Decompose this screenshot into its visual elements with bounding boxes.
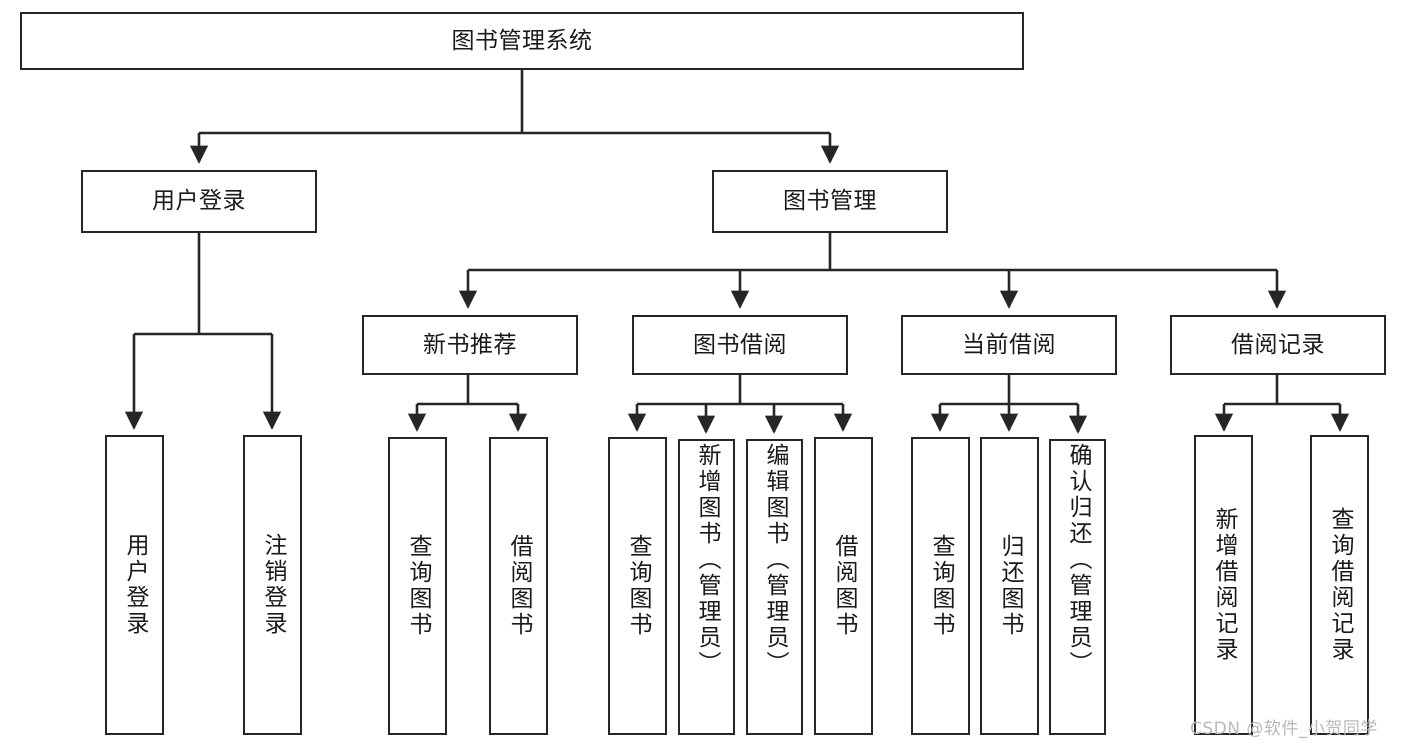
- node-leaf-confirm-return-admin[interactable]: 确认归还（管理员）: [1049, 439, 1106, 735]
- node-root-label: 图书管理系统: [451, 27, 593, 54]
- node-leaf-borrow-book-recommend[interactable]: 借阅图书: [489, 437, 548, 735]
- node-leaf-borrow-book[interactable]: 借阅图书: [814, 437, 873, 735]
- node-leaf-confirm-return-admin-label: 确认归还（管理员）: [1065, 443, 1091, 677]
- node-leaf-query-book-borrow[interactable]: 查询图书: [608, 437, 667, 735]
- node-leaf-query-book-recommend-label: 查询图书: [405, 534, 431, 638]
- node-root-book-management-system[interactable]: 图书管理系统: [20, 12, 1024, 70]
- node-user-login[interactable]: 用户登录: [81, 170, 317, 233]
- node-leaf-user-login-label: 用户登录: [122, 533, 148, 637]
- node-current-borrow-label: 当前借阅: [962, 331, 1056, 358]
- node-leaf-edit-book-admin-label: 编辑图书（管理员）: [762, 443, 788, 677]
- node-leaf-logout[interactable]: 注销登录: [243, 435, 302, 735]
- node-leaf-add-book-admin-label: 新增图书（管理员）: [694, 443, 720, 677]
- node-leaf-query-book-current-label: 查询图书: [928, 534, 954, 638]
- node-leaf-return-book-label: 归还图书: [997, 534, 1023, 638]
- node-leaf-query-book-borrow-label: 查询图书: [625, 534, 651, 638]
- node-borrow-record[interactable]: 借阅记录: [1170, 315, 1386, 375]
- node-leaf-query-book-recommend[interactable]: 查询图书: [388, 437, 447, 735]
- node-leaf-user-login[interactable]: 用户登录: [105, 435, 164, 735]
- node-book-borrow[interactable]: 图书借阅: [632, 315, 848, 375]
- node-new-book-recommend[interactable]: 新书推荐: [362, 315, 578, 375]
- node-book-management[interactable]: 图书管理: [712, 170, 948, 233]
- node-leaf-logout-label: 注销登录: [260, 533, 286, 637]
- node-leaf-return-book[interactable]: 归还图书: [980, 437, 1039, 735]
- node-leaf-query-borrow-record[interactable]: 查询借阅记录: [1310, 435, 1369, 735]
- node-new-book-recommend-label: 新书推荐: [423, 331, 517, 358]
- node-leaf-borrow-book-label: 借阅图书: [831, 534, 857, 638]
- node-leaf-query-borrow-record-label: 查询借阅记录: [1327, 507, 1353, 663]
- node-current-borrow[interactable]: 当前借阅: [901, 315, 1117, 375]
- node-user-login-label: 用户登录: [152, 188, 246, 215]
- node-book-management-label: 图书管理: [783, 188, 877, 215]
- node-leaf-add-borrow-record-label: 新增借阅记录: [1211, 507, 1237, 663]
- node-borrow-record-label: 借阅记录: [1231, 331, 1325, 358]
- node-leaf-add-book-admin[interactable]: 新增图书（管理员）: [678, 439, 735, 735]
- csdn-watermark: CSDN @软件_小贺同学: [1190, 719, 1378, 739]
- node-leaf-edit-book-admin[interactable]: 编辑图书（管理员）: [746, 439, 803, 735]
- node-leaf-query-book-current[interactable]: 查询图书: [911, 437, 970, 735]
- node-book-borrow-label: 图书借阅: [693, 331, 787, 358]
- node-leaf-add-borrow-record[interactable]: 新增借阅记录: [1194, 435, 1253, 735]
- node-leaf-borrow-book-recommend-label: 借阅图书: [506, 534, 532, 638]
